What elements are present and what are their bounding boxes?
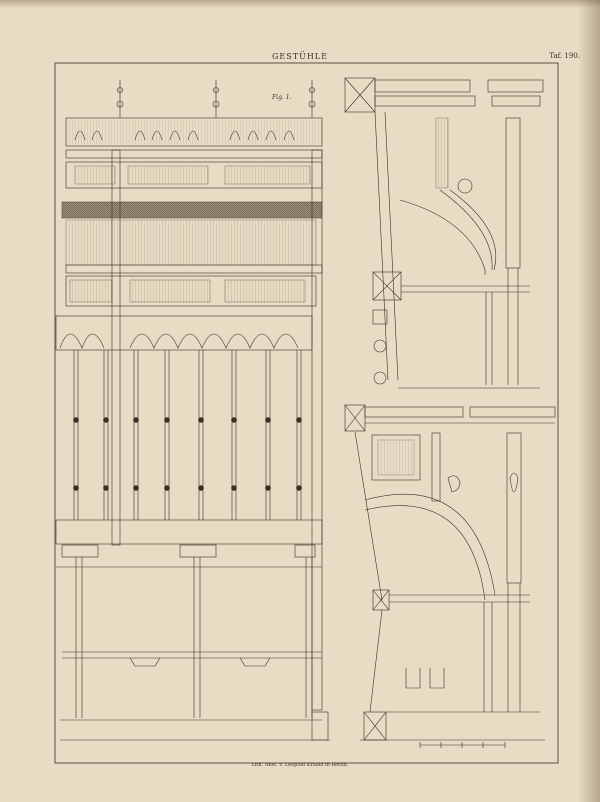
imprint-line: Lith. Anst. v. Leopold Kraatz in Berlin. bbox=[251, 762, 349, 768]
section-top-right bbox=[344, 77, 544, 389]
panel-drawer bbox=[371, 434, 421, 481]
scale-bar bbox=[419, 742, 506, 748]
binding-shadow bbox=[578, 0, 600, 802]
outer-frame bbox=[54, 62, 559, 764]
plate-title: GESTÜHLE bbox=[272, 52, 328, 61]
elevation-left bbox=[55, 80, 330, 741]
profile-details bbox=[372, 309, 388, 385]
top-shadow bbox=[0, 0, 600, 8]
joint-details bbox=[405, 668, 445, 689]
section-bottom-right bbox=[344, 404, 556, 748]
plate-number: Taf. 190. bbox=[549, 52, 580, 60]
cresting-fleurons bbox=[74, 130, 295, 141]
baluster-knobs bbox=[73, 417, 302, 491]
balusters bbox=[73, 350, 302, 520]
finial-spires bbox=[116, 80, 316, 118]
figure-label: Fig. 1. bbox=[272, 94, 292, 101]
carved-lion-head-icon bbox=[509, 472, 519, 493]
